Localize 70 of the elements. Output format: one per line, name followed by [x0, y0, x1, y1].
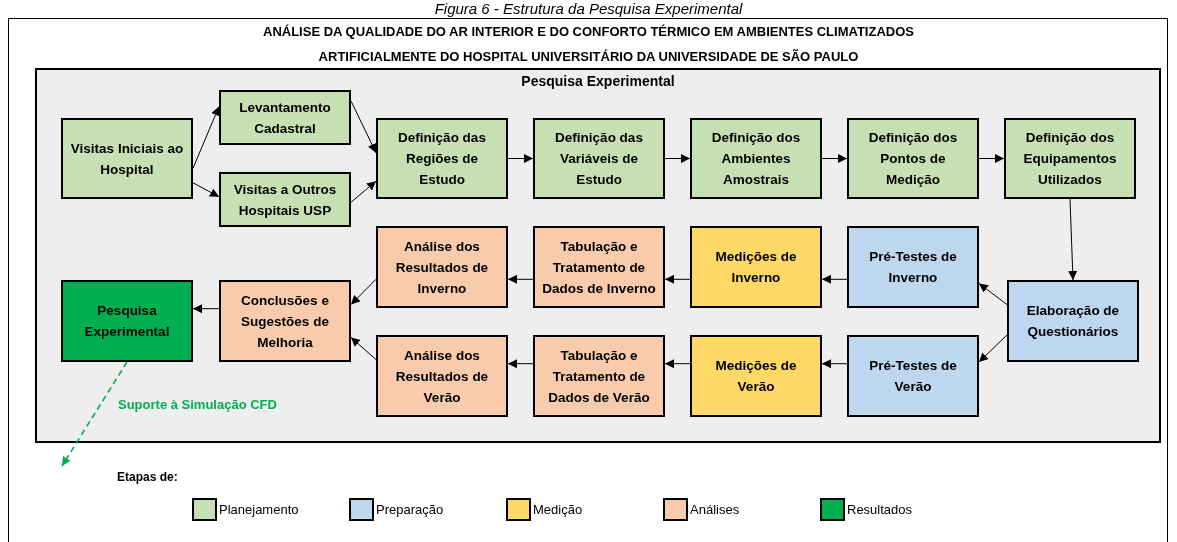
box-text: Definição das Variáveis de Estudo [554, 129, 644, 189]
process-box [219, 280, 351, 362]
diagram-title: ANÁLISE DA QUALIDADE DO AR INTERIOR E DO CONFORTO TÉRMICO EM AMBIENTES CLIMATIZADOS ARTIFICIALMENTE DO HOSPITAL UNIVERSITÁRIO DA UNIVERSIDADE DE SÃO PAULO [262, 23, 915, 66]
process-box [219, 90, 351, 145]
legend-label: Análises [690, 502, 740, 517]
arrow [192, 304, 220, 314]
arrow [507, 274, 534, 284]
process-box [376, 118, 508, 199]
arrow [61, 361, 128, 467]
process-box [533, 335, 665, 417]
box-text: Pré-Testes de Verão [868, 357, 958, 396]
arrow [1068, 198, 1078, 281]
process-box [690, 226, 822, 308]
process-box [690, 118, 822, 199]
box-text: Análise dos Resultados de Verão [394, 346, 490, 407]
legend-heading: Etapas de: [117, 470, 178, 484]
box-text: Definição dos Equipamentos Utilizados [1022, 129, 1118, 189]
box-text: Visitas Iniciais ao Hospital [69, 139, 185, 179]
panel-heading: Pesquisa Experimental [520, 73, 676, 89]
box-text: Tabulação e Tratamento de Dados de Inverno [541, 237, 657, 298]
edge-label: Suporte à Simulação CFD [118, 397, 277, 412]
process-box [1007, 280, 1139, 362]
legend-label: Planejamento [219, 502, 299, 517]
arrow [664, 274, 691, 284]
process-box [690, 335, 822, 417]
box-text: Tabulação e Tratamento de Dados de Verão [547, 346, 651, 407]
process-box [219, 172, 351, 227]
arrow [821, 359, 848, 369]
group-panel [35, 68, 1161, 443]
box-text: Medições de Verão [714, 357, 798, 396]
legend-label: Preparação [376, 502, 444, 517]
process-box [376, 226, 508, 308]
box-text: Levantamento Cadastral [238, 98, 332, 138]
box-text: Definição dos Ambientes Amostrais [710, 129, 802, 189]
arrow [507, 154, 534, 163]
arrow [350, 278, 377, 306]
process-box [61, 118, 193, 199]
arrow [350, 180, 377, 203]
legend-label: Medição [533, 502, 583, 517]
box-text: Visitas a Outros Hospitais USP [232, 180, 338, 220]
process-box [847, 335, 979, 417]
box-text: Elaboração de Questionários [1025, 302, 1121, 341]
box-text: Análise dos Resultados de Inverno [394, 237, 490, 298]
process-box [61, 280, 193, 362]
process-box [376, 335, 508, 417]
process-box [847, 226, 979, 308]
box-text: Medições de Inverno [714, 248, 798, 287]
arrow [192, 106, 220, 169]
arrow [192, 182, 220, 198]
arrow [664, 154, 691, 163]
arrow [978, 282, 1008, 306]
figure-caption: Figura 6 - Estrutura da Pesquisa Experimental [433, 1, 744, 17]
process-box [1004, 118, 1136, 199]
arrow [664, 359, 691, 369]
box-text: Definição das Regiões de Estudo [397, 129, 487, 189]
process-box [847, 118, 979, 199]
legend-label: Resultados [847, 502, 913, 517]
arrow [821, 154, 848, 163]
box-text: Pesquisa Experimental [83, 302, 171, 341]
arrow [821, 274, 848, 284]
process-box [533, 118, 665, 199]
arrow [978, 154, 1005, 163]
arrow [507, 359, 534, 369]
process-box [533, 226, 665, 308]
box-text: Definição dos Pontos de Medição [867, 129, 959, 189]
box-text: Pré-Testes de Inverno [868, 248, 958, 287]
arrow [978, 334, 1008, 363]
arrow [350, 336, 377, 361]
arrow [350, 100, 377, 154]
box-text: Conclusões e Sugestões de Melhoria [240, 291, 330, 352]
